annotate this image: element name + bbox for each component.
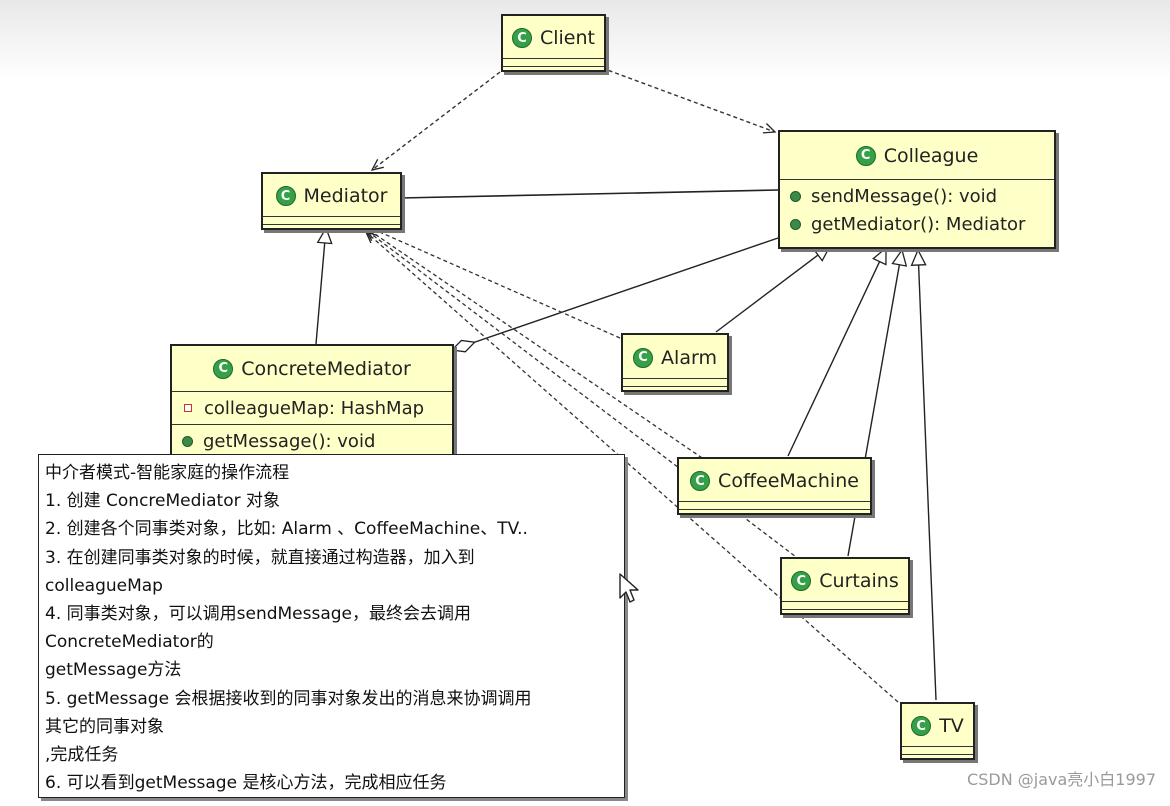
alarm-to-mediator-dependency xyxy=(364,225,621,339)
concrete-mediator-fields: colleagueMap: HashMap xyxy=(172,391,452,424)
curtains-class-box[interactable]: C Curtains xyxy=(780,557,910,615)
note-line: ,完成任务 xyxy=(45,745,119,766)
concrete-mediator-methods: getMessage(): void xyxy=(172,424,452,457)
alarm-class-name: Alarm xyxy=(661,346,717,369)
note-line: colleagueMap xyxy=(45,575,163,596)
empty-compartments xyxy=(782,601,908,610)
private-field-icon xyxy=(184,404,192,412)
class-icon: C xyxy=(855,145,876,166)
note-line: 6. 可以看到getMessage 是核心方法，完成相应任务 xyxy=(45,773,447,794)
method-row[interactable]: sendMessage(): void xyxy=(790,182,1044,210)
note-line: ConcreteMediator的 xyxy=(45,632,214,653)
process-note[interactable]: 中介者模式-智能家庭的操作流程 1. 创建 ConcreMediator 对象 … xyxy=(38,454,625,798)
coffee-machine-class-name: CoffeeMachine xyxy=(718,470,859,492)
empty-compartments xyxy=(679,501,870,510)
alarm-generalization xyxy=(715,246,830,333)
watermark: CSDN @java亮小白1997 xyxy=(967,770,1156,789)
tv-to-mediator-dependency xyxy=(364,230,899,703)
concrete-mediator-class-name: ConcreteMediator xyxy=(241,357,411,380)
note-line: 2. 创建各个同事类对象，比如: Alarm 、CoffeeMachine、TV… xyxy=(45,519,528,540)
note-line: getMessage方法 xyxy=(45,660,182,681)
coffee-machine-class-box[interactable]: C CoffeeMachine xyxy=(677,457,872,515)
method-row[interactable]: getMediator(): Mediator xyxy=(790,210,1044,238)
class-icon: C xyxy=(633,347,654,368)
note-line: 3. 在创建同事类对象的时候，就直接通过构造器，加入到 xyxy=(45,547,475,568)
colleague-class-box[interactable]: C Colleague sendMessage(): void getMediat… xyxy=(778,130,1056,249)
public-method-icon xyxy=(790,190,801,202)
coffee-to-mediator-dependency xyxy=(364,227,709,463)
method-row[interactable]: getMessage(): void xyxy=(182,427,442,455)
mouse-pointer-icon xyxy=(619,573,639,603)
client-class-name: Client xyxy=(539,27,595,49)
tv-class-box[interactable]: C TV xyxy=(900,702,975,760)
client-to-colleague-dependency xyxy=(601,67,777,134)
note-line: 其它的同事对象 xyxy=(45,716,164,737)
client-to-mediator-dependency xyxy=(370,71,501,171)
note-line: 1. 创建 ConcreMediator 对象 xyxy=(45,491,281,512)
mediator-class-box[interactable]: C Mediator xyxy=(261,172,402,230)
client-class-box[interactable]: C Client xyxy=(501,14,606,72)
empty-compartments xyxy=(902,746,973,755)
empty-compartments xyxy=(623,378,727,387)
tv-class-name: TV xyxy=(939,715,964,737)
tv-generalization xyxy=(918,250,937,701)
class-icon: C xyxy=(213,358,234,379)
coffee-machine-generalization xyxy=(787,248,886,457)
field-row[interactable]: colleagueMap: HashMap xyxy=(182,394,442,422)
colleague-class-name: Colleague xyxy=(883,144,979,167)
public-method-icon xyxy=(182,435,193,447)
mediator-colleague-association xyxy=(399,189,779,199)
colleague-methods: sendMessage(): void getMediator(): Media… xyxy=(780,179,1054,240)
note-line: 中介者模式-智能家庭的操作流程 xyxy=(45,463,290,483)
alarm-class-box[interactable]: C Alarm xyxy=(621,333,729,392)
class-icon: C xyxy=(911,716,932,736)
method-signature: getMessage(): void xyxy=(203,430,376,452)
method-signature: getMediator(): Mediator xyxy=(811,213,1026,235)
empty-compartments xyxy=(503,58,604,67)
note-line: 5. getMessage 会根据接收到的同事对象发出的消息来协调调用 xyxy=(45,688,532,709)
class-icon: C xyxy=(690,471,711,491)
class-icon: C xyxy=(275,186,296,206)
note-line: 4. 同事类对象，可以调用sendMessage，最终会去调用 xyxy=(45,604,472,625)
colleague-aggregation xyxy=(452,237,779,350)
class-icon: C xyxy=(791,571,812,591)
method-signature: sendMessage(): void xyxy=(811,185,998,207)
class-icon: C xyxy=(511,28,532,48)
concrete-mediator-generalization xyxy=(315,228,326,345)
public-method-icon xyxy=(790,218,801,230)
mediator-class-name: Mediator xyxy=(303,185,388,207)
empty-compartments xyxy=(263,216,400,225)
curtains-class-name: Curtains xyxy=(819,570,899,592)
field-signature: colleagueMap: HashMap xyxy=(204,397,425,419)
